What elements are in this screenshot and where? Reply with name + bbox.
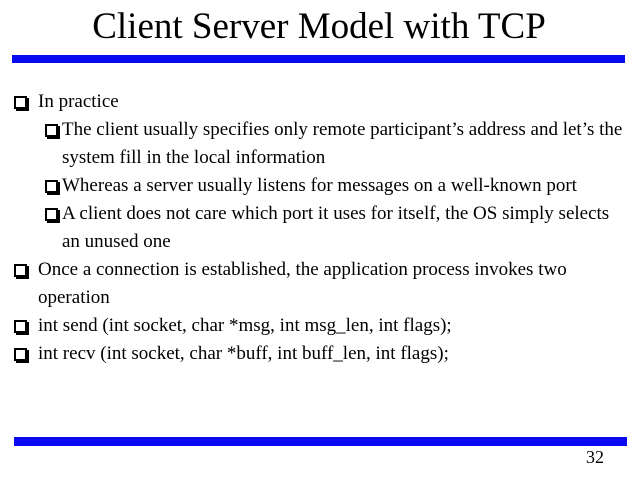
bullet-text: The client usually specifies only remote… (62, 119, 623, 168)
square-bullet-icon (45, 180, 58, 193)
square-bullet-icon (45, 208, 58, 221)
bullet-item-level2: Whereas a server usually listens for mes… (45, 172, 626, 200)
square-bullet-icon (14, 348, 27, 361)
bullet-text: In practice (38, 91, 119, 112)
bullet-text: int recv (int socket, char *buff, int bu… (38, 343, 449, 364)
bullet-text: A client does not care which port it use… (62, 203, 610, 252)
bullet-item-level1: int send (int socket, char *msg, int msg… (13, 312, 626, 340)
bullet-item-level1: In practice (13, 88, 626, 116)
bullet-item-level2: The client usually specifies only remote… (45, 116, 626, 172)
slide-title: Client Server Model with TCP (92, 6, 546, 47)
bullet-text: Once a connection is established, the ap… (38, 259, 567, 308)
footer-divider-bar (14, 437, 627, 446)
bullet-text: int send (int socket, char *msg, int msg… (38, 315, 452, 336)
title-divider-bar (12, 55, 625, 63)
bullet-text: Whereas a server usually listens for mes… (62, 175, 577, 196)
bullet-item-level1: Once a connection is established, the ap… (13, 256, 626, 312)
bullet-item-level1: int recv (int socket, char *buff, int bu… (13, 340, 626, 368)
square-bullet-icon (14, 96, 27, 109)
square-bullet-icon (45, 124, 58, 137)
page-number: 32 (586, 447, 604, 467)
square-bullet-icon (14, 264, 27, 277)
bullet-item-level2: A client does not care which port it use… (45, 200, 626, 256)
square-bullet-icon (14, 320, 27, 333)
